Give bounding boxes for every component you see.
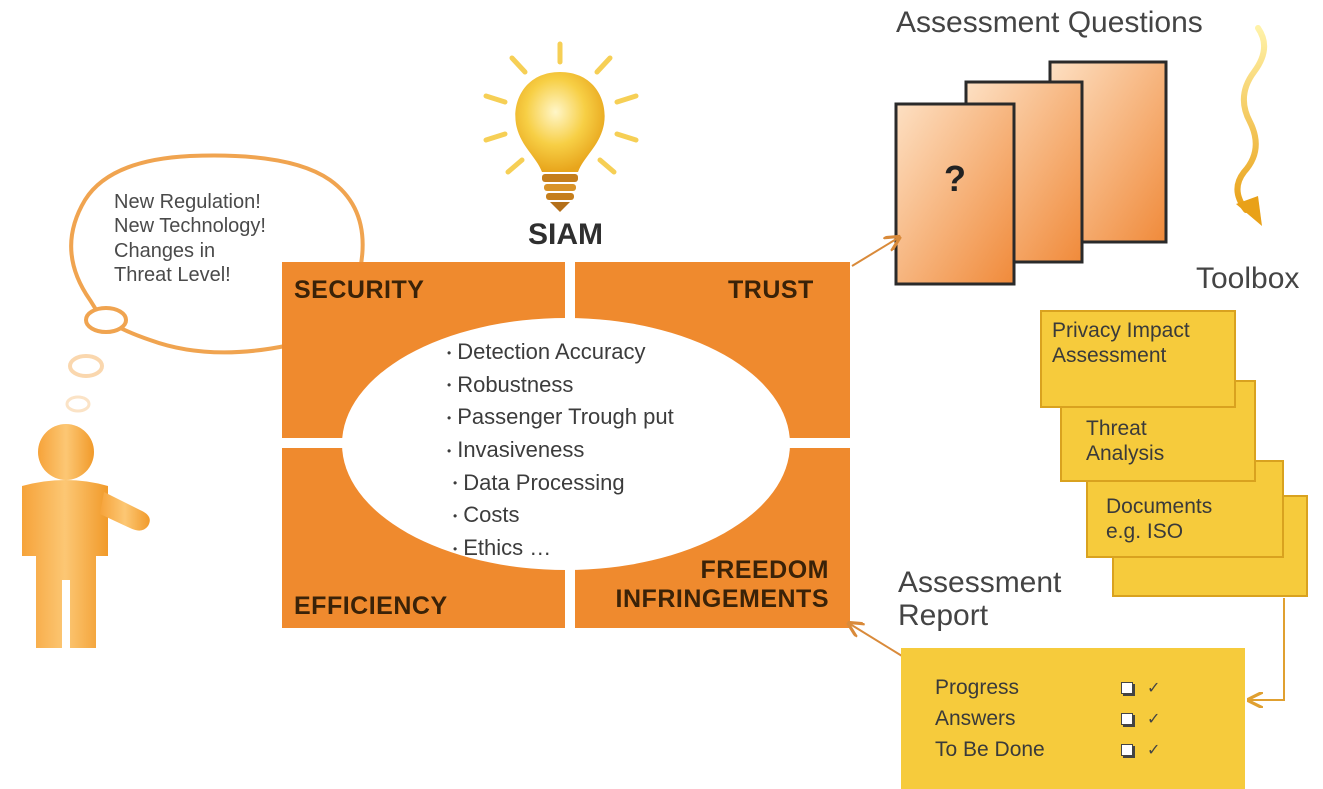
report-row-label: To Be Done bbox=[935, 737, 1045, 761]
assessment-report-title: Assessment Report bbox=[898, 566, 1061, 632]
arrow-to-questions bbox=[851, 238, 898, 267]
report-row-label: Answers bbox=[935, 706, 1016, 730]
criteria-item: Costs bbox=[447, 499, 674, 532]
checkbox-icon bbox=[1121, 743, 1133, 756]
toolbox-card-line: Assessment bbox=[1052, 344, 1167, 368]
quadrant-freedom-label: FREEDOM INFRINGEMENTS bbox=[591, 556, 829, 614]
toolbox-card-line: Analysis bbox=[1086, 442, 1165, 466]
quadrant-freedom-line1: FREEDOM bbox=[700, 556, 829, 584]
swirl-arrow bbox=[1234, 25, 1267, 213]
toolbox-card-line: e.g. ISO bbox=[1106, 520, 1184, 544]
toolbox-card-line: Threat bbox=[1086, 417, 1147, 440]
criteria-item: Passenger Trough put bbox=[447, 401, 673, 434]
quadrant-security-label: SECURITY bbox=[294, 276, 425, 304]
quadrant-freedom-line2: INFRINGEMENTS bbox=[615, 584, 829, 613]
report-rows: Progress ✓ Answers ✓ To Be Done ✓ bbox=[935, 672, 1160, 765]
toolbox-card-line: Documents bbox=[1106, 495, 1213, 518]
siam-title: SIAM bbox=[528, 218, 603, 251]
criteria-item: Robustness bbox=[447, 369, 674, 402]
checkmark-icon: ✓ bbox=[1147, 679, 1161, 697]
thought-line: Threat Level! bbox=[114, 264, 231, 287]
report-row-label: Progress bbox=[935, 675, 1020, 699]
thought-line: New Regulation! bbox=[114, 191, 261, 213]
report-row: Progress ✓ bbox=[935, 672, 1160, 703]
arrow-to-report bbox=[1250, 598, 1285, 700]
criteria-list: Detection Accuracy Robustness Passenger … bbox=[447, 336, 674, 565]
assessment-report-title-line: Report bbox=[898, 599, 989, 632]
assessment-questions-title: Assessment Questions bbox=[896, 6, 1203, 39]
quadrant-efficiency-label: EFFICIENCY bbox=[294, 592, 448, 620]
criteria-item: Detection Accuracy bbox=[447, 336, 674, 369]
person-icon bbox=[22, 424, 150, 648]
checkbox-icon bbox=[1121, 712, 1133, 725]
thought-text: New Regulation! New Technology! Changes … bbox=[114, 190, 334, 288]
report-row: Answers ✓ bbox=[935, 703, 1160, 734]
question-mark-symbol: ? bbox=[944, 158, 966, 199]
toolbox-card-line: Privacy Impact bbox=[1052, 319, 1190, 342]
checkmark-icon: ✓ bbox=[1147, 741, 1161, 759]
criteria-item: Invasiveness bbox=[447, 434, 674, 467]
toolbox-title: Toolbox bbox=[1196, 262, 1300, 295]
checkmark-icon: ✓ bbox=[1147, 710, 1161, 728]
checkbox-icon bbox=[1121, 681, 1133, 694]
assessment-report-box: Progress ✓ Answers ✓ To Be Done ✓ bbox=[901, 648, 1245, 789]
swirl-arrowhead bbox=[1236, 196, 1262, 226]
lightbulb-icon bbox=[483, 41, 639, 212]
report-row: To Be Done ✓ bbox=[935, 734, 1160, 765]
assessment-report-title-line: Assessment bbox=[898, 566, 1062, 599]
question-cards bbox=[894, 60, 1168, 286]
toolbox-card-privacy-impact: Privacy Impact Assessment bbox=[1040, 310, 1236, 408]
criteria-item: Data Processing bbox=[447, 467, 674, 500]
thought-line: Changes in bbox=[114, 239, 216, 262]
quadrant-trust-label: TRUST bbox=[728, 276, 814, 304]
criteria-item: Ethics … bbox=[447, 532, 674, 565]
thought-line: New Technology! bbox=[114, 215, 266, 238]
arrow-to-siam bbox=[850, 624, 903, 657]
